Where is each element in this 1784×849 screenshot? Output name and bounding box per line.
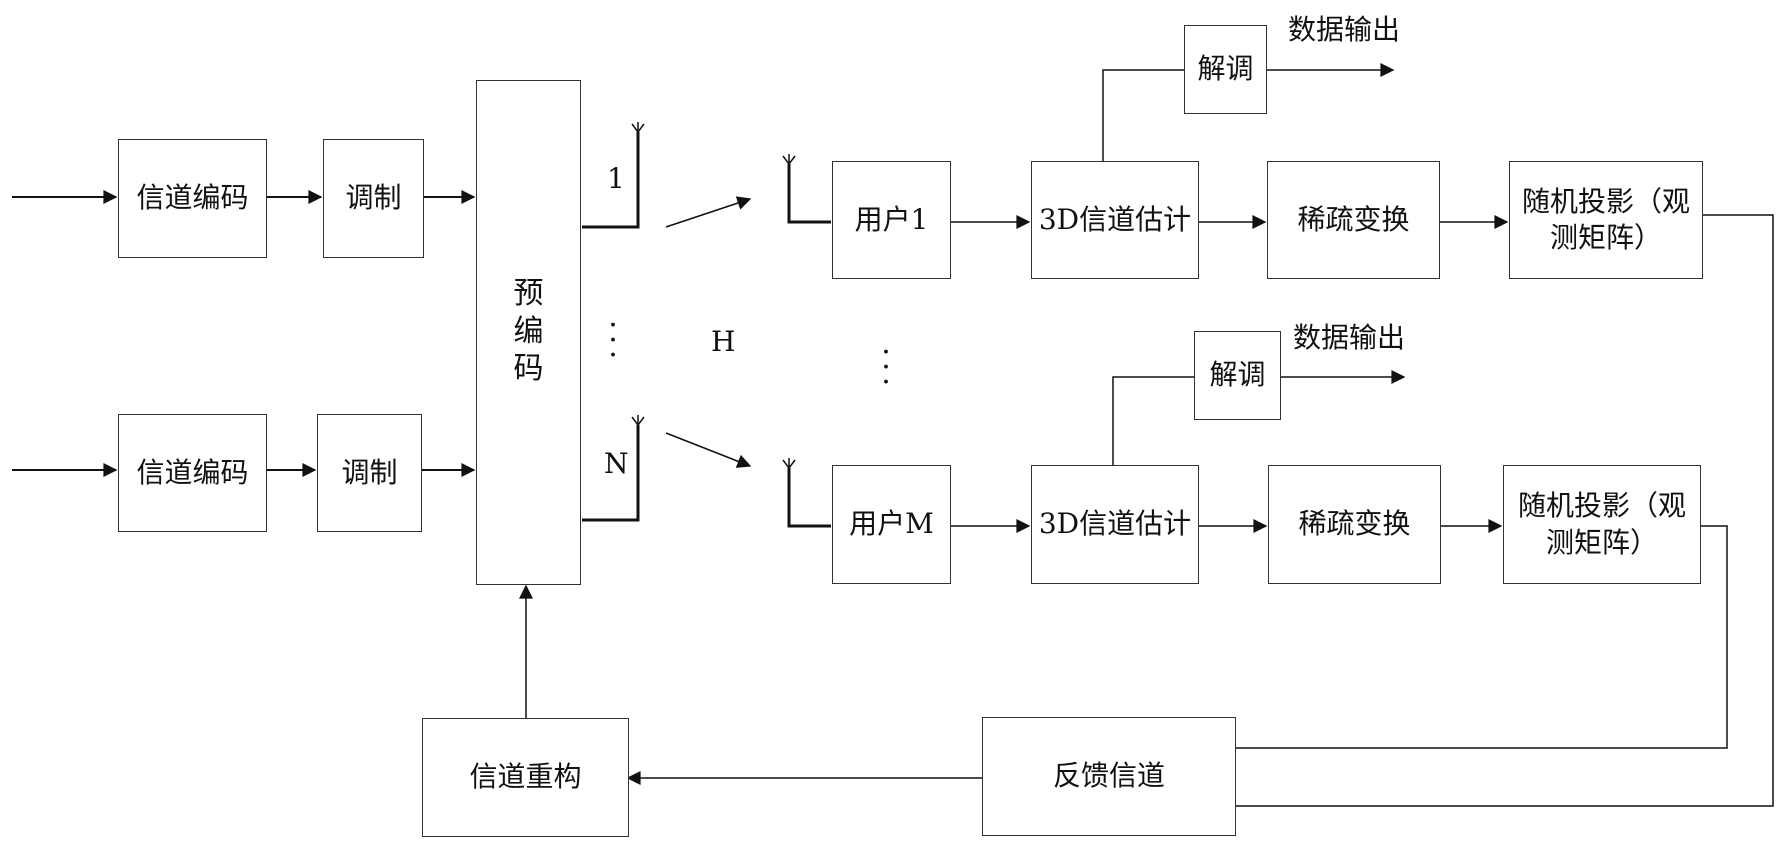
tx-antenna-ellipsis: ··· xyxy=(607,318,619,363)
random-projection-top: 随机投影（观 测矩阵） xyxy=(1509,161,1703,279)
user-m-label: 用户M xyxy=(849,506,934,542)
feedback-channel-label: 反馈信道 xyxy=(1053,758,1165,794)
channel-encoder-bottom-label: 信道编码 xyxy=(136,455,248,491)
user-1: 用户1 xyxy=(832,161,951,279)
rx-antenna-m xyxy=(783,458,831,526)
modulator-bottom: 调制 xyxy=(317,414,422,532)
modulator-bottom-label: 调制 xyxy=(341,455,397,491)
demodulator-top-label: 解调 xyxy=(1197,51,1253,87)
sparse-transform-top: 稀疏变换 xyxy=(1267,161,1440,279)
channel-encoder-top: 信道编码 xyxy=(118,139,267,258)
sparse-transform-bottom: 稀疏变换 xyxy=(1268,465,1441,584)
modulator-top-label: 调制 xyxy=(345,180,401,216)
channel-reconstruction-label: 信道重构 xyxy=(469,759,581,795)
channel-encoder-bottom: 信道编码 xyxy=(118,414,267,532)
antenna-n-label: N xyxy=(604,450,629,478)
channel-encoder-top-label: 信道编码 xyxy=(136,180,248,216)
sparse-transform-bottom-label: 稀疏变换 xyxy=(1298,506,1410,542)
rx-user-ellipsis: ··· xyxy=(880,345,892,390)
sparse-transform-top-label: 稀疏变换 xyxy=(1297,202,1409,238)
modulator-top: 调制 xyxy=(323,139,424,258)
channel-estimation-bottom-label: 3D信道估计 xyxy=(1039,506,1191,542)
random-projection-top-label: 随机投影（观 测矩阵） xyxy=(1522,184,1690,257)
user-1-label: 用户1 xyxy=(855,202,929,238)
feedback-channel: 反馈信道 xyxy=(982,717,1236,836)
channel-h-label: H xyxy=(711,328,735,356)
random-projection-bottom: 随机投影（观 测矩阵） xyxy=(1503,465,1701,584)
random-projection-bottom-label: 随机投影（观 测矩阵） xyxy=(1518,488,1686,561)
user-m: 用户M xyxy=(832,465,951,584)
demodulator-bottom: 解调 xyxy=(1194,331,1281,420)
channel-estimation-bottom: 3D信道估计 xyxy=(1031,465,1199,584)
demodulator-bottom-label: 解调 xyxy=(1209,357,1265,393)
precoder: 预 编 码 xyxy=(476,80,581,585)
channel-estimation-top-label: 3D信道估计 xyxy=(1039,202,1191,238)
channel-reconstruction: 信道重构 xyxy=(422,718,629,837)
antenna-1-label: 1 xyxy=(607,165,625,193)
data-output-bottom: 数据输出 xyxy=(1293,324,1405,352)
demodulator-top: 解调 xyxy=(1184,25,1267,114)
data-output-top: 数据输出 xyxy=(1288,16,1400,44)
channel-estimation-top: 3D信道估计 xyxy=(1031,161,1199,279)
precoder-label: 预 编 码 xyxy=(514,275,544,388)
rx-antenna-1 xyxy=(783,154,831,222)
